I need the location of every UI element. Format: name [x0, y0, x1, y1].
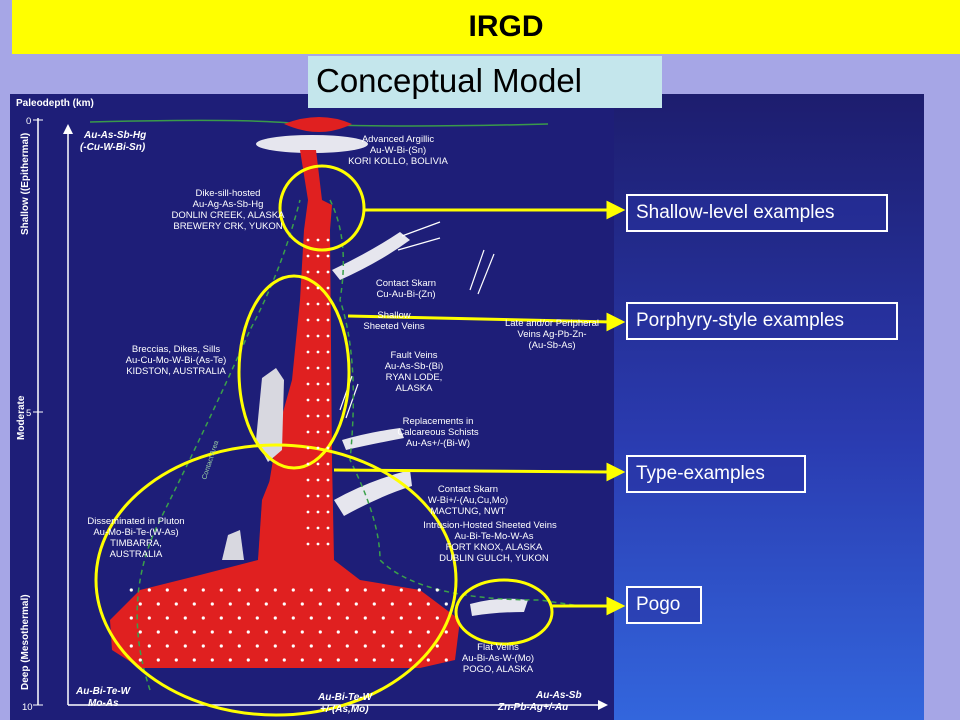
connector-lines — [333, 200, 626, 616]
label-fault-1: Fault Veins — [391, 350, 438, 361]
breccia-body — [256, 368, 284, 462]
label-breccia-3: KIDSTON, AUSTRALIA — [126, 366, 226, 377]
pluton-texture — [129, 238, 448, 662]
label-dike-2: Au-Ag-As-Sb-Hg — [193, 199, 264, 210]
ellipse-shallow — [278, 164, 366, 252]
contact-area-label: Contact Area — [201, 440, 220, 481]
subtitle-box: Conceptual Model — [308, 56, 662, 108]
breccia-small — [222, 530, 244, 560]
slide-title: IRGD — [468, 10, 544, 43]
argillic-cap — [256, 135, 368, 153]
callout-porphyry-label: Porphyry-style examples — [636, 310, 845, 331]
skarn-shapes — [332, 232, 410, 280]
callout-porphyry: Porphyry-style examples — [626, 302, 898, 340]
bottom-right-assoc-1: Au-As-Sb — [535, 690, 582, 701]
label-late-1: Late and/or Peripheral — [505, 318, 599, 329]
label-dissem-2: Au-Mo-Bi-Te-(W-As) — [93, 527, 178, 538]
label-breccia-1: Breccias, Dikes, Sills — [132, 344, 220, 355]
ellipse-pogo — [454, 578, 554, 646]
label-argillic-2: Au-W-Bi-(Sn) — [370, 145, 426, 156]
callout-type: Type-examples — [626, 455, 806, 493]
label-skarn2-2: W-Bi+/-(Au,Cu,Mo) — [428, 495, 508, 506]
label-late-3: (Au-Sb-As) — [529, 340, 576, 351]
label-skarn2-3: MACTUNG, NWT — [431, 506, 506, 517]
label-dissem-4: AUSTRALIA — [110, 549, 163, 560]
label-dike-4: BREWERY CRK, YUKON — [173, 221, 282, 232]
label-skarn1-1: Contact Skarn — [376, 278, 436, 289]
label-replace-3: Au-As+/-(Bi-W) — [406, 438, 470, 449]
label-replace-2: Calcareous Schists — [397, 427, 479, 438]
ellipse-type — [94, 443, 458, 717]
label-skarn1-2: Cu-Au-Bi-(Zn) — [376, 289, 435, 300]
top-assoc-1: Au-As-Sb-Hg — [83, 130, 146, 141]
axis-title: Paleodepth (km) — [16, 98, 94, 109]
subtitle-text: Conceptual Model — [316, 62, 582, 99]
contact-dashed — [136, 199, 581, 691]
label-dike-1: Dike-sill-hosted — [196, 188, 261, 199]
bottom-axis-arrow — [598, 700, 608, 710]
skarn-shapes-2 — [334, 470, 412, 516]
label-replace-1: Replacements in — [403, 416, 474, 427]
label-flat-2: Au-Bi-As-W-(Mo) — [462, 653, 534, 664]
label-flat-1: Flat Veins — [477, 642, 519, 653]
label-dissem-1: Disseminated in Pluton — [87, 516, 184, 527]
bottom-mid-assoc-2: +/-(As,Mo) — [320, 704, 369, 715]
label-fault-3: RYAN LODE, — [386, 372, 443, 383]
label-dike-3: DONLIN CREEK, ALASKA — [172, 210, 286, 221]
zone-deep: Deep (Mesothermal) — [20, 594, 31, 690]
label-breccia-2: Au-Cu-Mo-W-Bi-(As-Te) — [126, 355, 227, 366]
label-argillic-3: KORI KOLLO, BOLIVIA — [348, 156, 448, 167]
label-skarn2-5: Au-Bi-Te-Mo-W-As — [455, 531, 534, 542]
label-fault-2: Au-As-Sb-(Bi) — [385, 361, 444, 372]
pluton-body — [110, 150, 460, 668]
label-skarn2-6: FORT KNOX, ALASKA — [446, 542, 543, 553]
zone-shallow: Shallow ((Epithermal) — [20, 133, 31, 235]
label-shallow-veins-1: Shallow — [377, 310, 410, 321]
pogo-shape — [470, 598, 528, 616]
bottom-mid-assoc-1: Au-Bi-Te-W — [317, 692, 374, 703]
yellow-ellipses — [94, 164, 554, 717]
label-skarn2-7: DUBLIN GULCH, YUKON — [439, 553, 549, 564]
top-assoc-2: (-Cu-W-Bi-Sn) — [80, 142, 146, 153]
label-flat-3: POGO, ALASKA — [463, 664, 534, 675]
zone-moderate: Moderate — [16, 395, 27, 440]
label-skarn2-1: Contact Skarn — [438, 484, 498, 495]
callout-pogo-label: Pogo — [636, 594, 681, 615]
label-late-2: Veins Ag-Pb-Zn- — [517, 329, 586, 340]
volcanic-cap — [284, 117, 352, 132]
title-bar: IRGD — [12, 0, 960, 54]
label-fault-4: ALASKA — [396, 383, 434, 394]
callout-type-label: Type-examples — [636, 463, 765, 484]
bottom-left-assoc-2: Mo-As — [88, 698, 119, 709]
replacement-shape — [342, 428, 404, 450]
tick-label-0: 0 — [26, 116, 31, 127]
label-shallow-veins-2: Sheeted Veins — [363, 321, 425, 332]
ellipse-porphyry — [237, 274, 351, 470]
pluton-apophysis — [258, 470, 286, 560]
tick-label-10: 10 — [22, 702, 33, 713]
label-skarn2-4: Intrusion-Hosted Sheeted Veins — [423, 520, 557, 531]
callout-shallow: Shallow-level examples — [626, 194, 888, 232]
depth-axis-arrow — [63, 124, 73, 134]
label-dissem-3: TIMBARRA, — [110, 538, 162, 549]
callout-shallow-label: Shallow-level examples — [636, 202, 835, 223]
vein-lines — [339, 221, 495, 419]
tick-label-5: 5 — [26, 408, 31, 419]
bottom-right-assoc-2: Zn-Pb-Ag+/-Au — [497, 702, 568, 713]
callout-pogo: Pogo — [626, 586, 702, 624]
bottom-left-assoc-1: Au-Bi-Te-W — [75, 686, 132, 697]
label-argillic-1: Advanced Argillic — [362, 134, 435, 145]
